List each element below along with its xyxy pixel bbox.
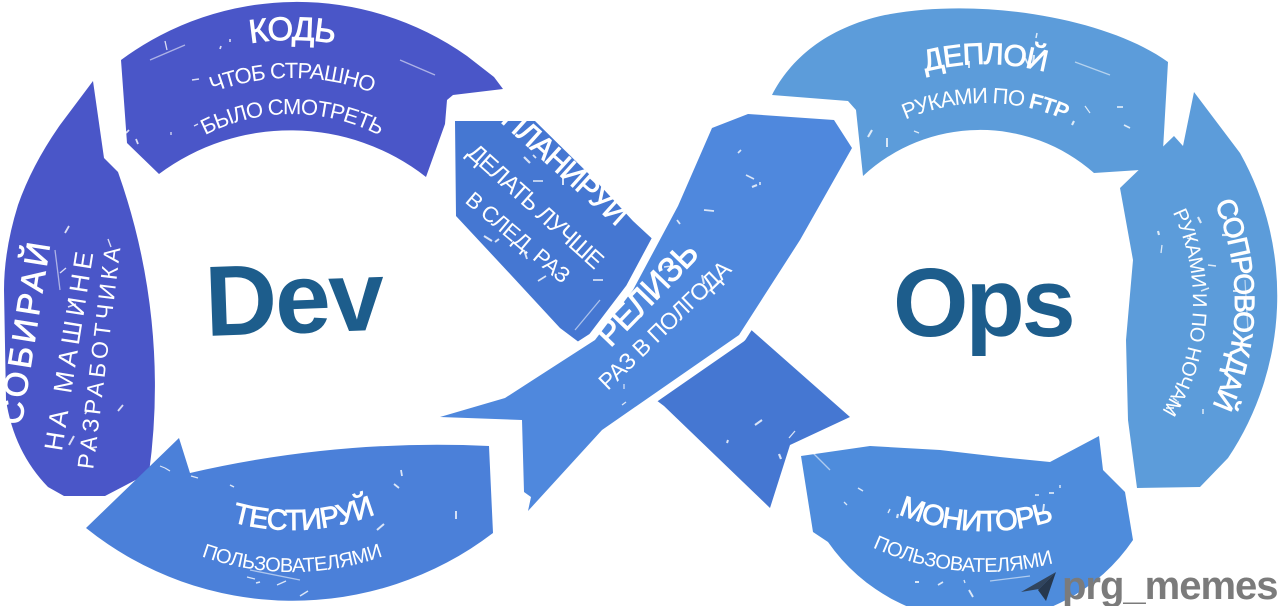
svg-text:prg_memes: prg_memes: [1062, 564, 1278, 606]
svg-text:Ops: Ops: [893, 248, 1073, 357]
svg-text:Dev: Dev: [203, 240, 387, 358]
